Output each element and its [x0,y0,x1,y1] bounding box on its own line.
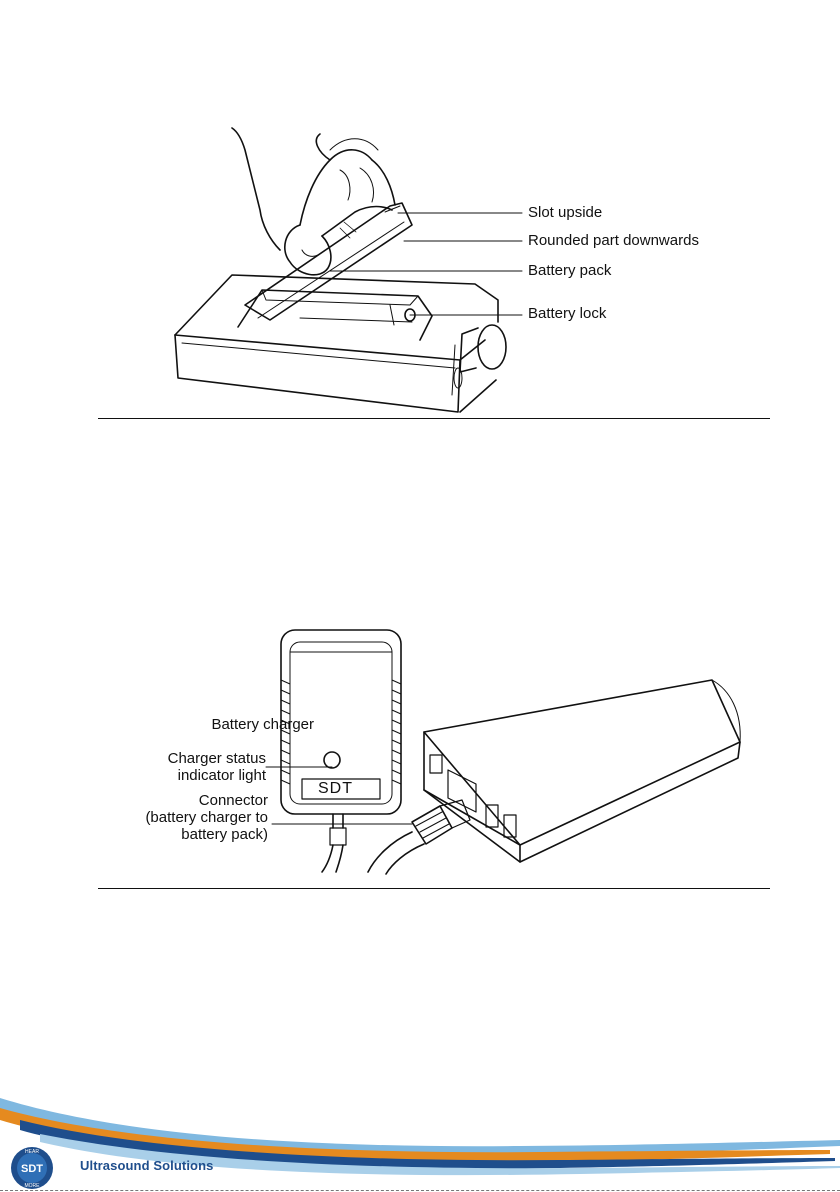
callout-battery-pack: Battery pack [528,262,611,279]
callout-charger-status-line1: Charger status [168,750,266,767]
callout-connector-line3: battery pack) [181,826,268,843]
callout-slot-upside: Slot upside [528,204,602,221]
callout-charger-status-line2: indicator light [178,767,266,784]
callout-battery-lock: Battery lock [528,305,606,322]
footer-swoosh [0,1090,840,1192]
svg-text:HEAR: HEAR [25,1149,39,1155]
sdt-logo-icon: SDT HEAR MORE [8,1144,76,1190]
callout-rounded-part-downwards: Rounded part downwards [528,232,699,249]
figure1-divider [98,418,770,419]
callout-connector-line2: (battery charger to [145,809,268,826]
svg-text:MORE: MORE [25,1183,41,1189]
figure2-divider [98,888,770,889]
svg-text:SDT: SDT [21,1163,43,1175]
battery-charger-illustration [0,590,840,890]
brand-name: Ultrasound Solutions [80,1158,213,1173]
charger-brand-label: SDT [318,780,353,798]
battery-insertion-illustration [0,0,840,430]
callout-connector-line1: Connector [199,792,268,809]
callout-battery-charger: Battery charger [211,716,314,733]
page-bottom-dotted-line [0,1190,840,1191]
